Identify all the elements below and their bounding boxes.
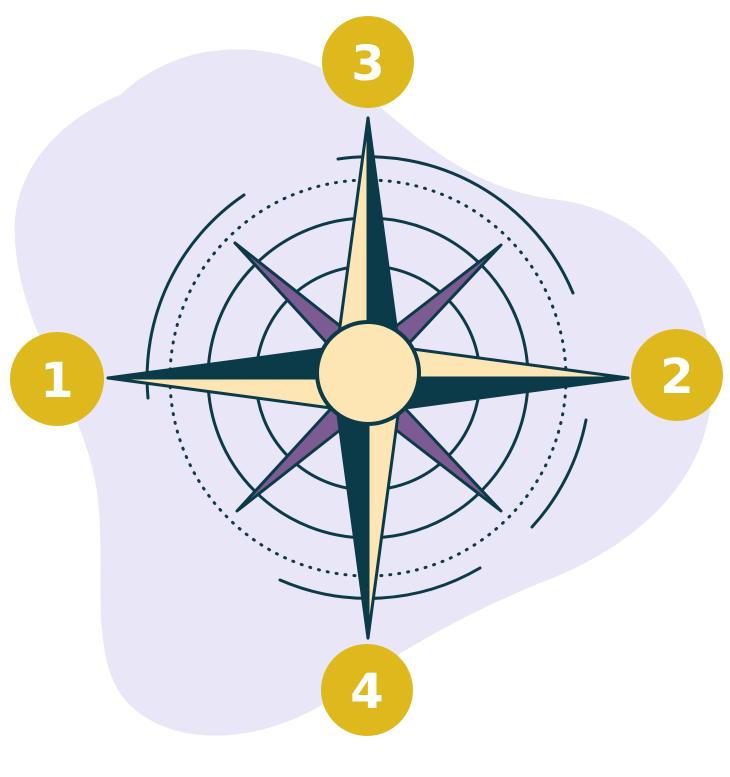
badge-north-circle [322,16,414,108]
outer-ring-arc-bottom [278,566,482,600]
badge-south: 4 [321,644,413,736]
outer-ring-arc-right [530,418,588,529]
badge-south-label: 4 [350,664,383,720]
center-hub [315,320,421,426]
outer-ring-arc-left [145,193,246,400]
outer-ring-arc-top [336,155,575,295]
badge-north: 3 [322,16,414,108]
badge-north-label: 3 [351,36,384,92]
cardinal-points [106,116,630,640]
badge-west: 1 [10,332,104,426]
badge-east: 2 [631,329,723,421]
badge-south-circle [321,644,413,736]
badge-east-label: 2 [660,349,693,405]
badge-west-label: 1 [40,353,73,409]
badge-east-circle [631,329,723,421]
badge-west-circle [10,332,104,426]
